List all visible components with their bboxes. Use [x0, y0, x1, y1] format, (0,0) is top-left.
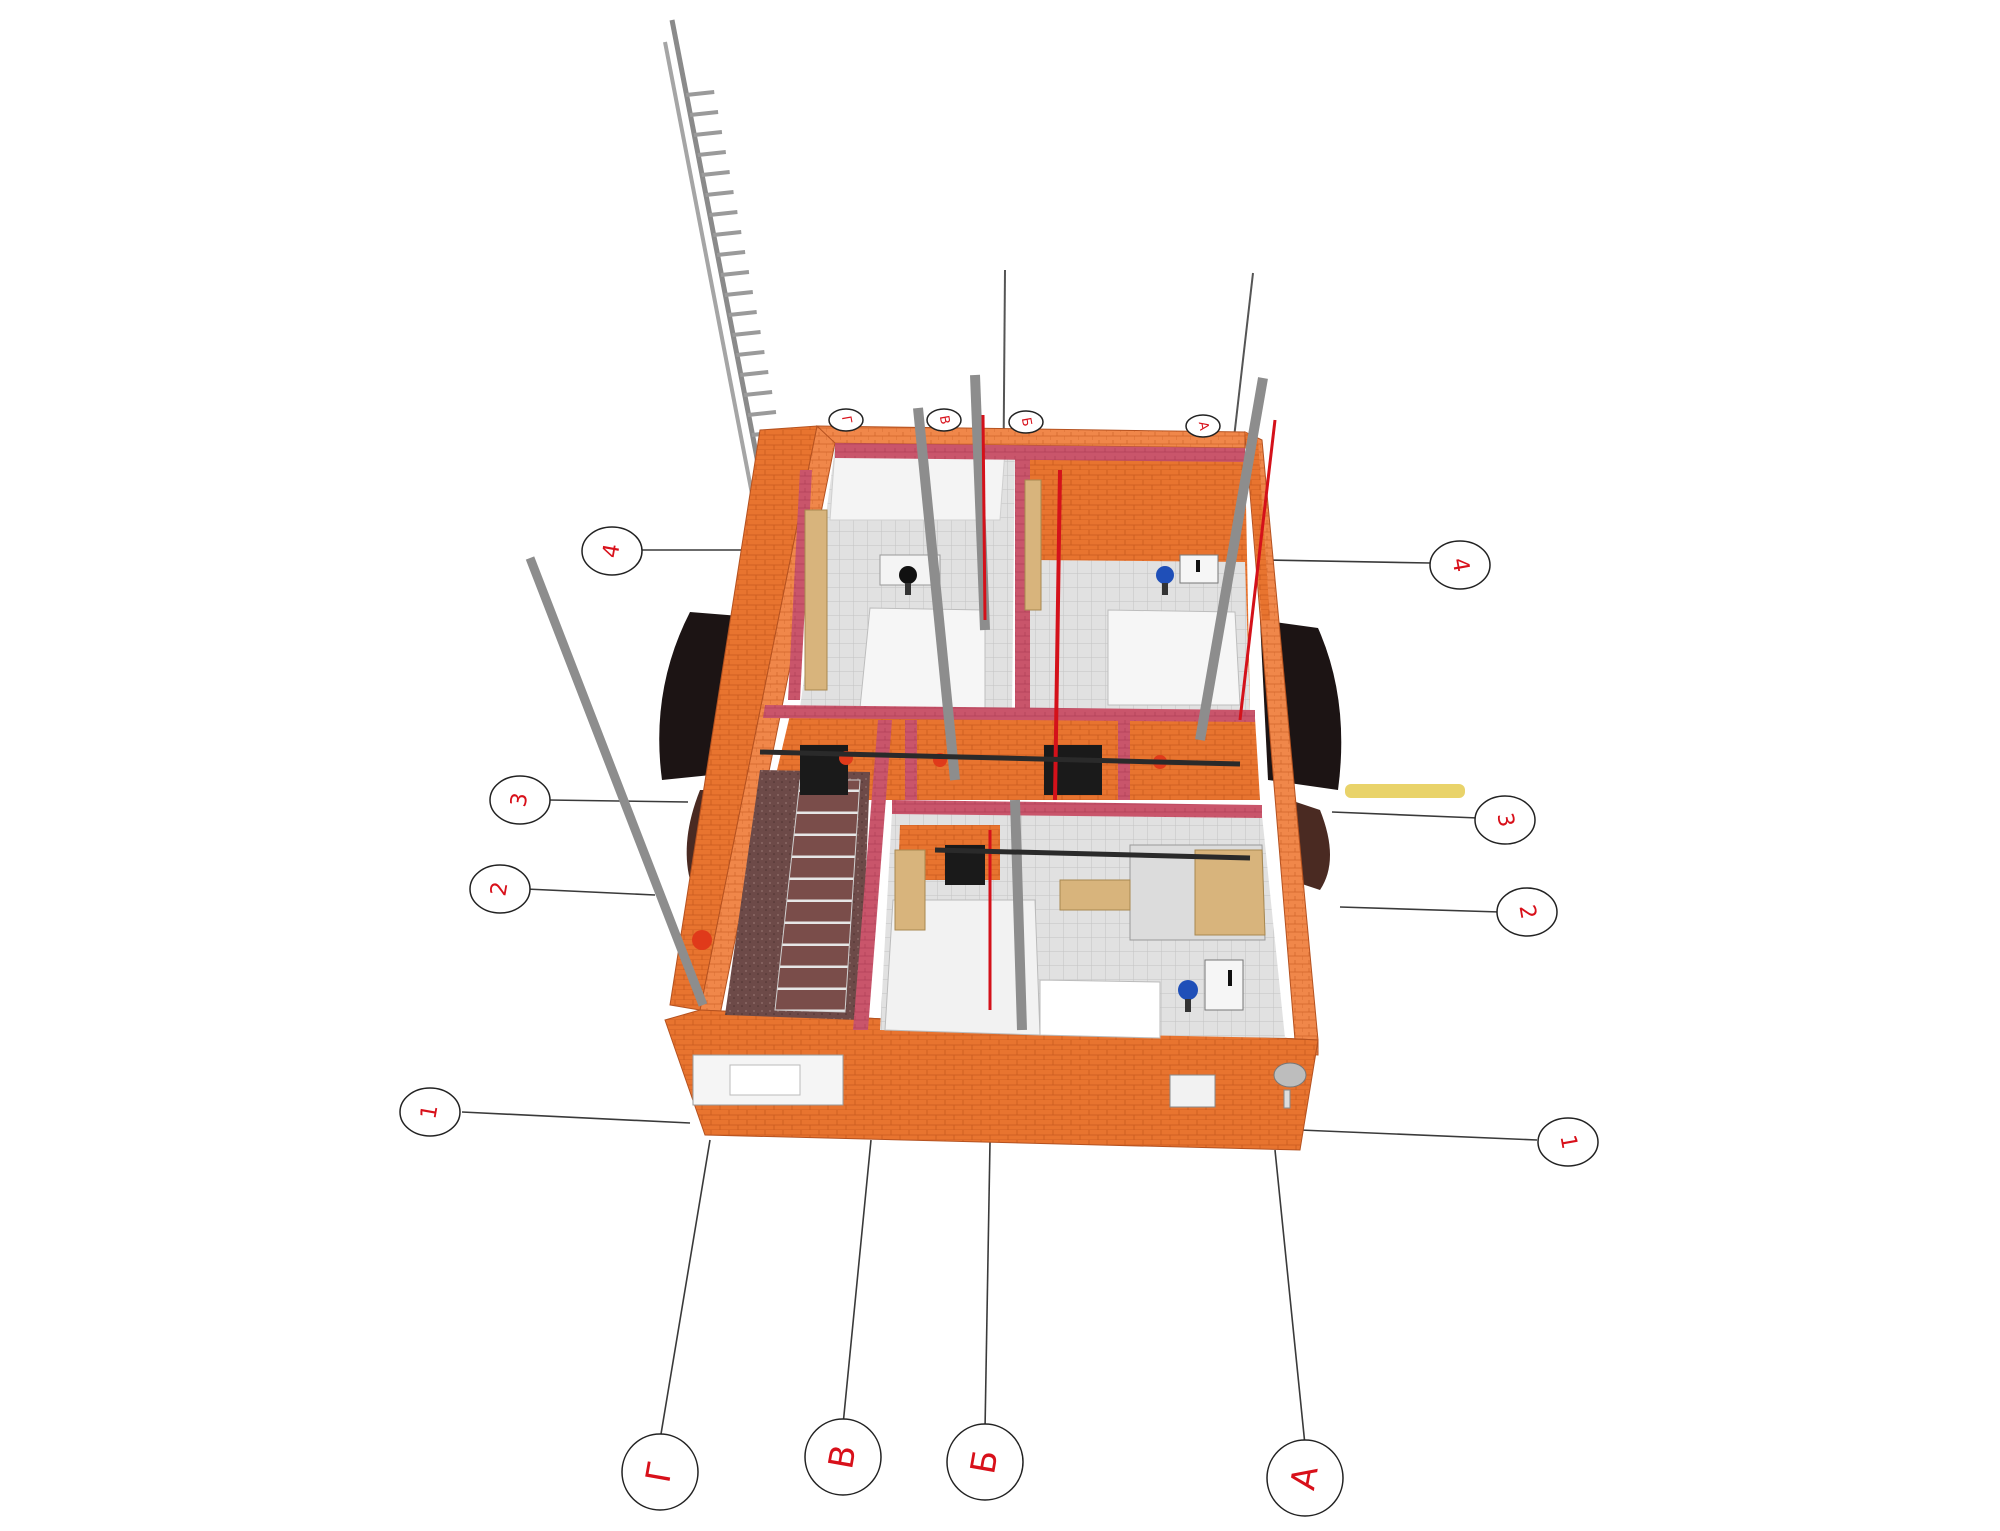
axis-bubbles-left: 4 3 2 1: [399, 526, 643, 1137]
axis-bubble-numbers-left-4: 4: [581, 526, 643, 576]
axis-bubble-circle: [489, 775, 551, 825]
door-icon: [1044, 745, 1102, 795]
axis-bubble-circle: [828, 408, 864, 432]
axis-bubble-numbers-right-4: 4: [1429, 540, 1491, 590]
axis-bubble-numbers-right-1: 1: [1537, 1117, 1599, 1167]
cabinet-icon: [1024, 479, 1042, 611]
desk-icon: [1204, 959, 1244, 1011]
cabinet-icon: [894, 849, 926, 931]
office-chair-icon: [899, 566, 917, 595]
ladder-rung: [747, 410, 777, 417]
axis-bubble-letters-top-a: А: [1185, 414, 1221, 438]
axis-bubble-letters-bottom-v: В: [804, 1418, 882, 1496]
ladder-rung: [736, 350, 765, 357]
axis-bubble-numbers-left-1: 1: [399, 1087, 461, 1137]
office-chair-icon: [1156, 566, 1174, 595]
axis-bubble-circle: [581, 526, 643, 576]
axis-bubble-letters-top-v: В: [926, 408, 962, 432]
axis-bubble-label: Г: [838, 415, 854, 425]
axis-bubble-label: А: [1195, 420, 1211, 431]
axis-bubbles-right: 4 3 2 1: [1429, 540, 1599, 1167]
ladder-rung: [689, 110, 719, 117]
axis-bubble-label: В: [936, 414, 952, 425]
axis-bubble-letters-bottom-a: А: [1266, 1439, 1344, 1517]
axis-bubble-numbers-right-3: 3: [1474, 795, 1536, 845]
monitor-icon: [1228, 970, 1232, 986]
furniture: [692, 479, 1244, 1012]
ladder-rung: [713, 230, 742, 237]
desk-icon: [1179, 554, 1219, 584]
ladder-icon: [663, 19, 796, 526]
desk-icon: [1059, 879, 1131, 911]
ladder-rung: [728, 310, 757, 317]
axis-bubble-circle: [926, 408, 962, 432]
ventilation-pipe-icon: [525, 374, 1277, 1031]
axis-leaders-bottom: [659, 1139, 1306, 1446]
ladder-rung: [709, 210, 738, 217]
axis-bubble-numbers-right-2: 2: [1496, 887, 1558, 937]
axis-bubble-letters-top-b: Б: [1008, 410, 1044, 434]
axis-bubble-circle: [946, 1423, 1024, 1501]
axis-bubble-circle: [1008, 410, 1044, 434]
axis-bubble-circle: [1496, 887, 1558, 937]
ladder-rung: [693, 130, 723, 137]
office-chair-icon: [1178, 980, 1198, 1012]
axis-bubble-label: 2: [486, 880, 513, 898]
axis-bubble-circle: [1266, 1439, 1344, 1517]
axis-bubble-circle: [804, 1418, 882, 1496]
axis-bubble-label: 2: [1513, 903, 1540, 921]
axis-bubble-circle: [1537, 1117, 1599, 1167]
axis-bubble-label: 3: [1491, 811, 1518, 829]
ladder-rung: [740, 370, 769, 377]
axis-bubble-label: Б: [1018, 416, 1034, 427]
axis-bubble-circle: [1185, 414, 1221, 438]
axis-bubble-label: 4: [598, 542, 625, 560]
ladder-rung: [686, 90, 715, 97]
ladder-rung: [732, 330, 761, 337]
monitor-icon: [1196, 560, 1200, 572]
ladder-rung: [701, 170, 730, 177]
ladder-rung: [697, 150, 727, 157]
axis-bubble-circle: [1474, 795, 1536, 845]
ladder-rung: [716, 250, 746, 257]
axis-leaders-sides: [461, 549, 1538, 1141]
axis-bubble-label: 1: [416, 1103, 443, 1121]
axis-bubble-circle: [621, 1433, 699, 1511]
axis-bubble-label: 3: [506, 791, 533, 809]
axis-bubble-label: 1: [1554, 1133, 1581, 1151]
fire-alarm-icon: [692, 930, 712, 950]
satellite-dish-icon: [1273, 1062, 1307, 1109]
ladder-rung: [705, 190, 734, 197]
axis-bubble-circle: [1429, 540, 1491, 590]
axis-bubble-numbers-left-2: 2: [469, 864, 531, 914]
axis-bubble-numbers-left-3: 3: [489, 775, 551, 825]
ladder-rung: [720, 270, 750, 277]
ladder-rung: [743, 390, 773, 397]
axis-bubble-label: 4: [1446, 556, 1473, 574]
axis-bubble-letters-bottom-g: Г: [621, 1433, 699, 1511]
axis-bubble-circle: [399, 1087, 461, 1137]
axis-bubble-letters-bottom-b: Б: [946, 1423, 1024, 1501]
axis-bubble-circle: [469, 864, 531, 914]
cabinet-icon: [804, 509, 828, 691]
ladder-rung: [724, 290, 754, 297]
axis-bubble-letters-top-g: Г: [828, 408, 864, 432]
